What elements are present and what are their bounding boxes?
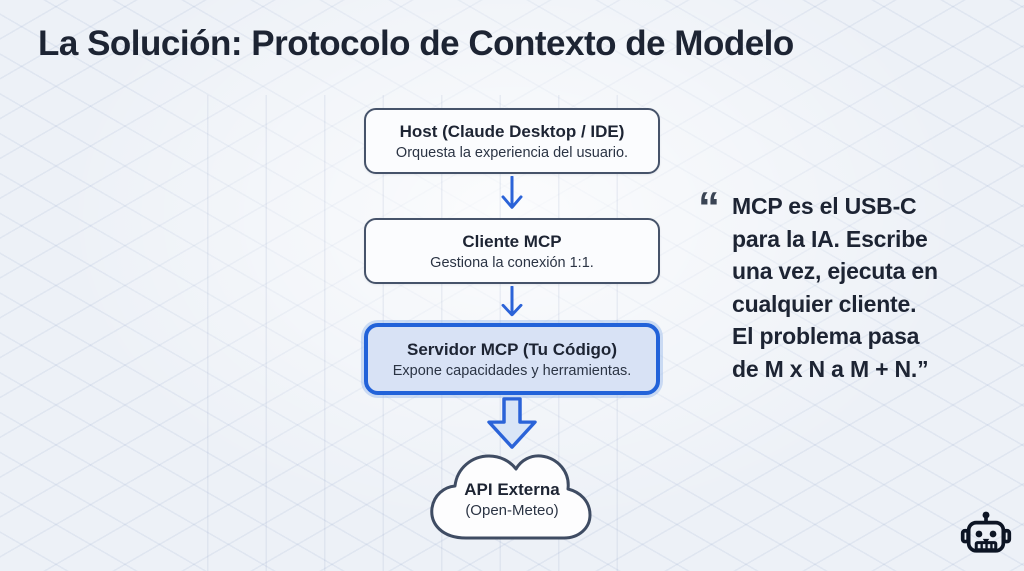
open-quote-mark: “ [698,183,720,232]
big-arrow-down-icon [487,397,537,449]
flow-node-api-cloud: API Externa (Open-Meteo) [424,448,600,544]
cloud-label: API Externa (Open-Meteo) [424,480,600,519]
flow-node-cliente: Cliente MCP Gestiona la conexión 1:1. [364,218,660,284]
slide-title: La Solución: Protocolo de Contexto de Mo… [38,24,794,63]
node-subtitle: Expone capacidades y herramientas. [392,362,632,379]
quote-block: “ MCP es el USB-C para la IA. Escribe un… [698,186,978,385]
quote-text: MCP es el USB-C para la IA. Escribe una … [732,193,938,382]
node-title: Host (Claude Desktop / IDE) [399,121,625,141]
node-subtitle: Orquesta la experiencia del usuario. [395,144,629,161]
node-subtitle: Gestiona la conexión 1:1. [430,254,594,271]
arrow-down-icon [501,286,523,317]
robot-head-icon [960,511,1012,553]
cloud-icon [430,454,592,540]
node-title: API Externa [464,480,560,499]
flow-node-servidor-highlighted: Servidor MCP (Tu Código) Expone capacida… [364,323,660,395]
flow-node-host: Host (Claude Desktop / IDE) Orquesta la … [364,108,660,174]
node-title: Servidor MCP (Tu Código) [407,339,617,359]
node-title: Cliente MCP [462,231,562,251]
arrow-down-icon [501,176,523,209]
node-subtitle: (Open-Meteo) [465,502,559,519]
